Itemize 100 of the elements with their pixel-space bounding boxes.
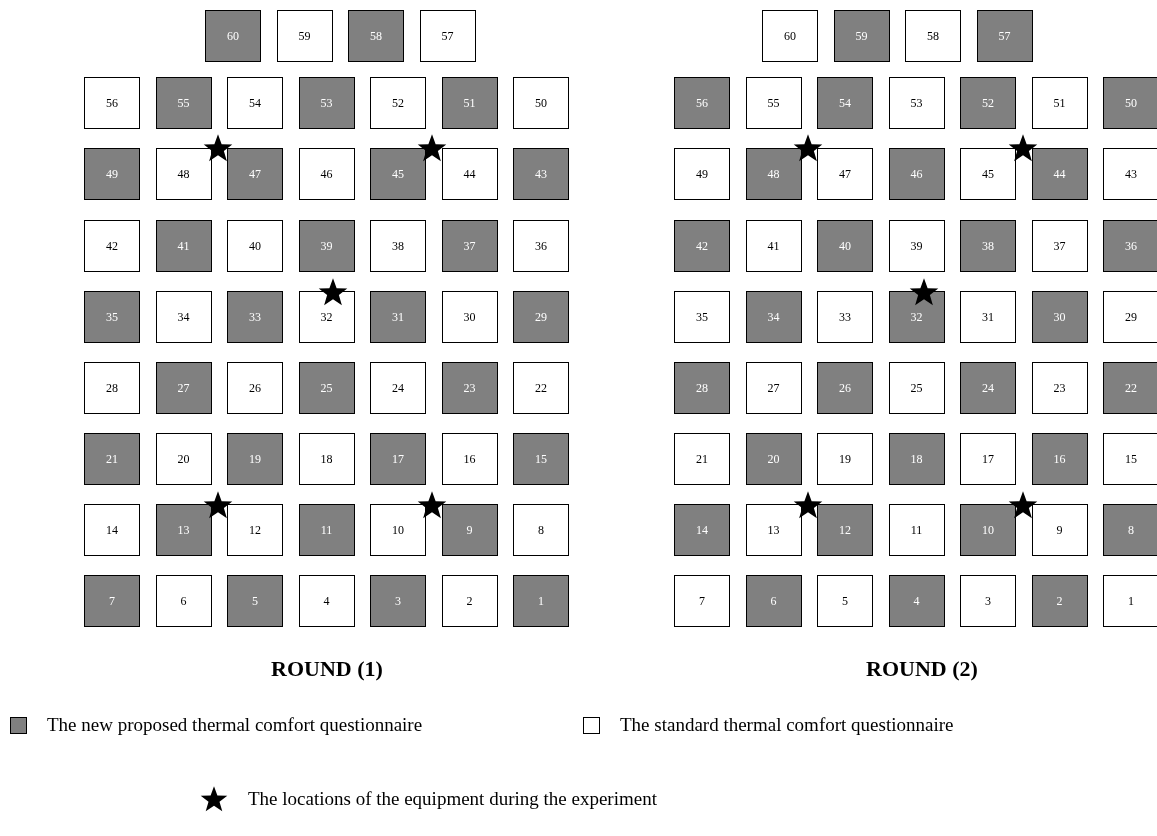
- seat-box: 25: [888, 362, 945, 414]
- seat-box: 23: [441, 362, 498, 414]
- seat-box: 46: [298, 148, 355, 200]
- seat-box: 12: [817, 504, 873, 556]
- seat-box: 27: [155, 362, 212, 414]
- seat-box: 26: [817, 362, 873, 414]
- seat-box: 22: [513, 362, 569, 414]
- seat-box: 23: [1031, 362, 1088, 414]
- seat-box: 21: [674, 433, 730, 485]
- legend-text: The standard thermal comfort questionnaire: [620, 713, 954, 737]
- seat-box: 1: [513, 575, 569, 627]
- seat-box: 43: [1103, 148, 1157, 200]
- seat-box: 56: [84, 77, 140, 129]
- seat-box: 17: [960, 433, 1016, 485]
- legend-text: The locations of the equipment during the experiment: [248, 787, 657, 811]
- seat-box: 55: [745, 77, 802, 129]
- seat-box: 32: [888, 291, 945, 343]
- seat-box: 53: [298, 77, 355, 129]
- star-marker: [793, 490, 823, 520]
- seat-box: 19: [817, 433, 873, 485]
- seat-box: 53: [888, 77, 945, 129]
- seat-box: 54: [227, 77, 283, 129]
- seat-box: 31: [960, 291, 1016, 343]
- seat-box: 45: [960, 148, 1016, 200]
- seat-box: 38: [960, 220, 1016, 272]
- seat-box: 58: [348, 10, 404, 62]
- round-title: ROUND (1): [271, 655, 383, 683]
- seat-box: 9: [1031, 504, 1088, 556]
- star-marker: [318, 277, 348, 307]
- seat-box: 37: [1031, 220, 1088, 272]
- seat-box: 13: [745, 504, 802, 556]
- seat-box: 27: [745, 362, 802, 414]
- seat-box: 54: [817, 77, 873, 129]
- star-marker: [203, 490, 233, 520]
- seat-box: 48: [155, 148, 212, 200]
- seat-box: 5: [227, 575, 283, 627]
- seat-box: 4: [298, 575, 355, 627]
- seat-box: 25: [298, 362, 355, 414]
- seat-box: 15: [513, 433, 569, 485]
- seat-box: 1: [1103, 575, 1157, 627]
- seat-box: 38: [370, 220, 426, 272]
- seat-box: 40: [817, 220, 873, 272]
- seat-box: 24: [960, 362, 1016, 414]
- seat-box: 41: [155, 220, 212, 272]
- seat-box: 17: [370, 433, 426, 485]
- seat-box: 21: [84, 433, 140, 485]
- seat-box: 42: [674, 220, 730, 272]
- seat-box: 5: [817, 575, 873, 627]
- seat-box: 55: [155, 77, 212, 129]
- seat-box: 3: [960, 575, 1016, 627]
- seat-box: 8: [513, 504, 569, 556]
- seat-box: 41: [745, 220, 802, 272]
- seat-box: 57: [976, 10, 1033, 62]
- seat-box: 2: [1031, 575, 1088, 627]
- seat-box: 44: [441, 148, 498, 200]
- seat-box: 31: [370, 291, 426, 343]
- seat-box: 44: [1031, 148, 1088, 200]
- seat-box: 30: [441, 291, 498, 343]
- seat-box: 48: [745, 148, 802, 200]
- legend-text: The new proposed thermal comfort questionnaire: [47, 713, 423, 737]
- seat-box: 58: [905, 10, 961, 62]
- seat-box: 40: [227, 220, 283, 272]
- seat-box: 10: [370, 504, 426, 556]
- seat-box: 39: [298, 220, 355, 272]
- seat-box: 20: [745, 433, 802, 485]
- seat-box: 50: [1103, 77, 1157, 129]
- seat-box: 50: [513, 77, 569, 129]
- seat-box: 2: [441, 575, 498, 627]
- seat-box: 47: [817, 148, 873, 200]
- seat-box: 49: [674, 148, 730, 200]
- seat-box: 11: [298, 504, 355, 556]
- seat-box: 6: [155, 575, 212, 627]
- seat-box: 60: [205, 10, 261, 62]
- star-marker: [203, 133, 233, 163]
- seat-box: 49: [84, 148, 140, 200]
- seat-box: 10: [960, 504, 1016, 556]
- seat-box: 9: [441, 504, 498, 556]
- seat-box: 28: [84, 362, 140, 414]
- round-title: ROUND (2): [866, 655, 978, 683]
- seat-box: 36: [513, 220, 569, 272]
- seat-box: 52: [960, 77, 1016, 129]
- seat-box: 16: [441, 433, 498, 485]
- seat-box: 14: [674, 504, 730, 556]
- seat-box: 33: [227, 291, 283, 343]
- seat-box: 8: [1103, 504, 1157, 556]
- seat-box: 39: [888, 220, 945, 272]
- seat-box: 43: [513, 148, 569, 200]
- seat-box: 47: [227, 148, 283, 200]
- seat-box: 56: [674, 77, 730, 129]
- seat-box: 35: [674, 291, 730, 343]
- seat-box: 16: [1031, 433, 1088, 485]
- seat-box: 34: [155, 291, 212, 343]
- seat-box: 19: [227, 433, 283, 485]
- seat-box: 7: [674, 575, 730, 627]
- seat-box: 57: [419, 10, 476, 62]
- seat-box: 36: [1103, 220, 1157, 272]
- seat-box: 34: [745, 291, 802, 343]
- seat-box: 29: [513, 291, 569, 343]
- seat-box: 15: [1103, 433, 1157, 485]
- seat-box: 22: [1103, 362, 1157, 414]
